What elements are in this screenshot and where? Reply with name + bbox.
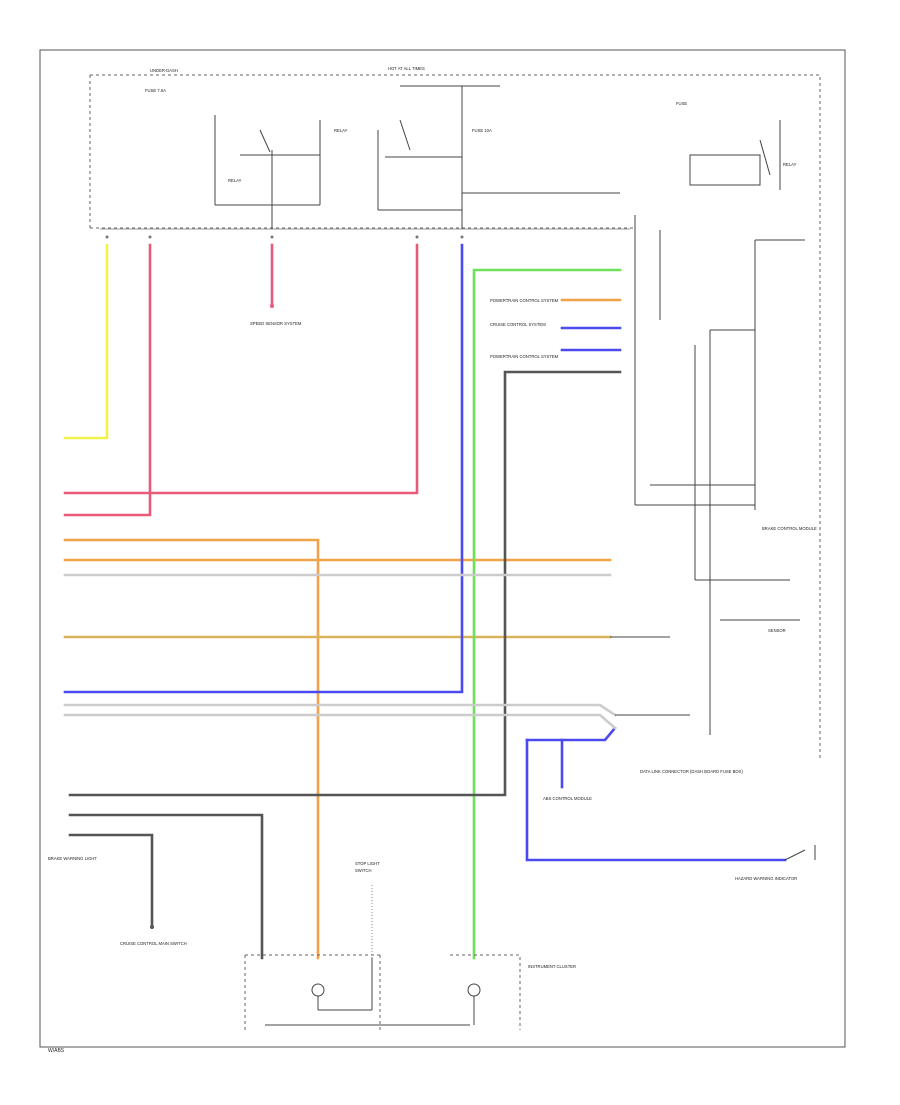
wire-blue-2 [525,738,787,862]
gray-terminal [150,925,154,929]
label-top-fuse: HOT AT ALL TIMES [388,66,425,71]
label-ecm3: POWERTRAIN CONTROL SYSTEM [490,354,559,359]
label-panel: DATA LINK CONNECTOR (DASH BOARD FUSE BOX… [640,769,743,774]
label-ecm1: POWERTRAIN CONTROL SYSTEM [490,298,559,303]
bulb-b-icon [467,983,481,997]
label-bottom-c2: SWITCH [355,868,372,873]
relay-c-box [689,154,761,186]
hazard-switch-icon [784,845,816,861]
pink-terminal [270,304,274,308]
wire-blue-4 [525,726,617,742]
wire-green [472,268,622,960]
wire-orange-1 [63,538,320,960]
label-fuse-a: FUSE 7.5A [145,88,166,93]
bulb-a-icon [311,983,325,997]
label-ground-a: SPEED SENSOR SYSTEM [250,321,302,326]
relay-a-switch [259,129,271,153]
wire-pink-2 [63,243,419,495]
label-fuse-b: FUSE 10A [472,128,492,133]
wire-yellow [63,243,109,440]
label-bottom-c1: STOP LIGHT [355,861,380,866]
wire-gray-1 [68,370,622,797]
wire-lightgray-3 [63,713,617,730]
label-relay-a: RELAY [228,178,242,183]
outer-frame [39,49,846,1048]
connector-dots [105,235,464,239]
wire-blue-1 [63,243,464,694]
label-module: BRAKE CONTROL MODULE [762,526,817,531]
label-relay-c: RELAY [783,162,797,167]
label-relay-b: RELAY [334,128,348,133]
label-module-b: SENSOR [768,628,786,633]
wire-gray-3 [68,833,154,927]
wire-gray-2 [68,813,264,960]
label-page-tag: W/ABS [48,1048,65,1054]
label-bottom-right: INSTRUMENT CLUSTER [528,964,576,969]
label-bottom-mid: CRUISE CONTROL MAIN SWITCH [120,941,187,946]
wire-lightgray-2 [63,703,617,717]
label-ecm2: CRUISE CONTROL SYSTEM [490,322,546,327]
bottom-box2 [450,954,521,1030]
label-bottom-left: BRAKE WARNING LIGHT [48,856,97,861]
label-fuse-c: FUSE [676,101,687,106]
relay-c-switch [759,139,771,176]
label-hazard: HAZARD WARNING INDICATOR [735,876,797,881]
wire-pink-1 [63,243,152,517]
label-top-left: UNDER-DASH [150,68,178,73]
label-abs-ctrl: ABS CONTROL MODULE [543,796,592,801]
relay-b-switch [399,119,411,151]
